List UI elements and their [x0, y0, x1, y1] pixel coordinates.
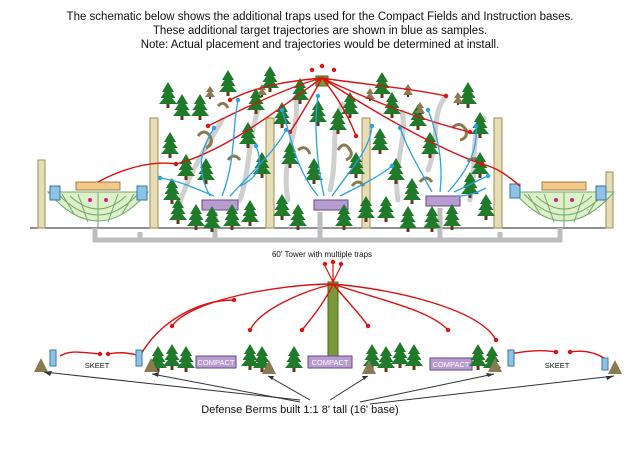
header-line-2: These additional target trajectories are…: [152, 25, 488, 37]
left-high-house: [136, 185, 148, 201]
skeet-label-right: SKEET: [545, 361, 570, 370]
compact-label-center: COMPACT: [312, 358, 349, 367]
plan-red-paths: [59, 283, 605, 359]
compact-platform-center: [313, 199, 349, 211]
compact-platform-left: [201, 199, 239, 211]
header-note: The schematic below shows the additional…: [0, 10, 640, 52]
plan-berms: [34, 358, 622, 374]
elevation-view: [30, 63, 615, 243]
compact-box-center: [307, 355, 353, 369]
tower-plan: [327, 281, 339, 367]
plan-skeet-house-2: [135, 349, 143, 367]
trap-pipe-network: [92, 208, 563, 243]
berms-label: Defense Berms built 1:1 8' tall (16' bas…: [201, 404, 398, 416]
compact-label-left: COMPACT: [198, 358, 235, 367]
header-line-1: The schematic below shows the additional…: [66, 11, 574, 23]
plan-skeet-house-3: [507, 349, 515, 367]
tower-label: 60' Tower with multiple traps: [272, 250, 372, 259]
berm-arrows: [43, 371, 615, 405]
header-line-3: Note: Actual placement and trajectories …: [140, 39, 500, 51]
left-base-field: [47, 181, 149, 229]
tower-trap-arms: [324, 264, 342, 283]
left-skeet-house: [49, 185, 61, 201]
blue-sample-trajectories: [159, 95, 489, 197]
red-target-paths: [97, 77, 521, 187]
compact-platform-right: [425, 195, 461, 207]
plan-view: 60' Tower with multiple traps: [34, 250, 622, 416]
elevation-small-trees: [205, 84, 463, 115]
berm-arrowheads: [44, 371, 614, 380]
plan-skeet-house-1: [49, 349, 57, 367]
right-skeet-house: [595, 185, 607, 201]
compact-box-left: [195, 355, 237, 369]
compact-label-right: COMPACT: [433, 360, 470, 369]
right-high-house: [509, 183, 521, 199]
plan-skeet-house-4: [601, 357, 609, 371]
skeet-label-left: SKEET: [85, 361, 110, 370]
